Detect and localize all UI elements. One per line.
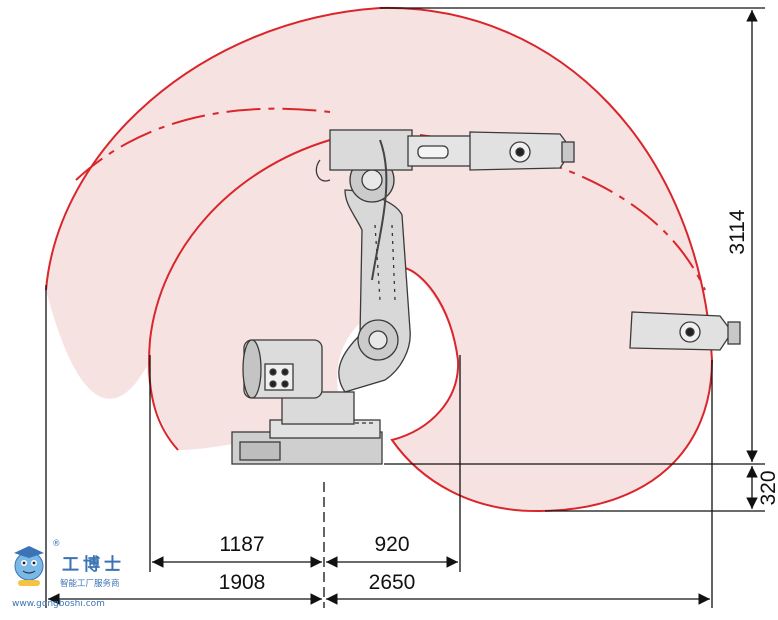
label-320: 320 (757, 470, 778, 505)
watermark-title: 工博士 (62, 554, 125, 575)
robot-base (231, 391, 383, 465)
watermark-registered: ® (52, 539, 61, 549)
watermark-url: www.gongboshi.com (12, 599, 105, 609)
label-2650: 2650 (369, 571, 416, 594)
label-3114: 3114 (726, 209, 749, 254)
label-920: 920 (374, 533, 409, 556)
dimension-labels: 1187 920 1908 2650 3114 320 (219, 209, 778, 594)
outer-reach-arc (45, 6, 714, 512)
robot-upper-arm (315, 129, 575, 281)
industrial-robot (231, 129, 741, 465)
dimension-lines (45, 7, 765, 608)
mascot-logo-icon (14, 546, 44, 586)
watermark-subtitle: 智能工厂服务商 (60, 578, 120, 589)
inner-reach-arc (148, 139, 331, 451)
label-1187: 1187 (219, 533, 264, 556)
robot-wrist-extended (629, 311, 741, 351)
label-1908: 1908 (219, 571, 266, 594)
watermark: ® 工博士 智能工厂服务商 www.gongboshi.com (12, 539, 125, 609)
robot-counterweight (242, 339, 323, 399)
